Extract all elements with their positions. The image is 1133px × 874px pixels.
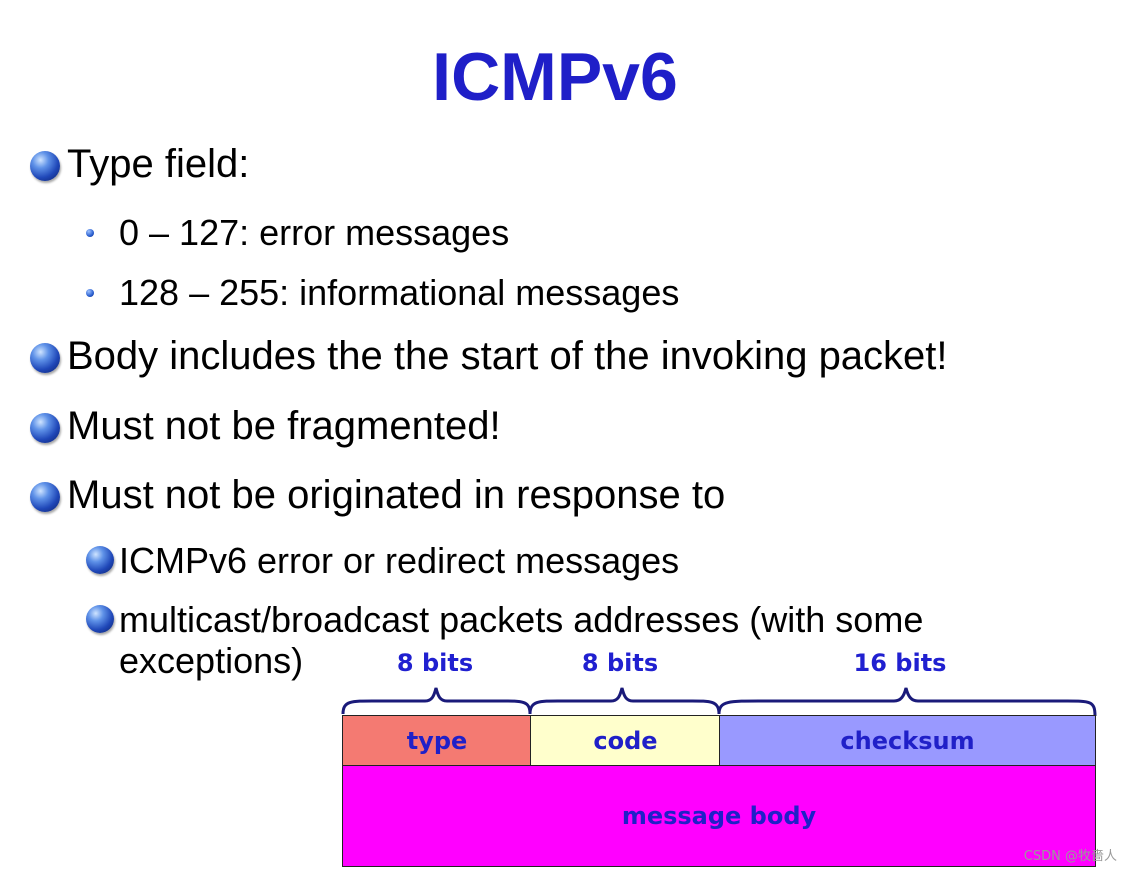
field-message-body: message body xyxy=(342,765,1096,867)
sub-bullet-ball-icon xyxy=(86,605,114,633)
bullet-originated: Must not be originated in response to xyxy=(67,473,726,517)
bullet-body: Body includes the the start of the invok… xyxy=(67,334,948,378)
slide-title: ICMPv6 xyxy=(432,39,678,115)
field-checksum-label: checksum xyxy=(840,727,975,755)
field-code-label: code xyxy=(593,727,658,755)
field-message-body-label: message body xyxy=(621,802,817,830)
sub-bullet-error-redirect: ICMPv6 error or redirect messages xyxy=(119,540,680,581)
bullet-ball-icon xyxy=(30,482,60,512)
bullet-ball-icon xyxy=(30,413,60,443)
field-checksum: checksum xyxy=(719,715,1096,767)
bits-label-checksum: 16 bits xyxy=(853,649,947,677)
sub-bullet-ball-icon xyxy=(86,546,114,574)
bits-label-type: 8 bits xyxy=(396,649,474,677)
sub-bullet-multicast: multicast/broadcast packets addresses (w… xyxy=(119,599,924,640)
sub-bullet-error-range: 0 – 127: error messages xyxy=(119,212,510,253)
field-code: code xyxy=(530,715,721,767)
sub-bullet-multicast-cont: exceptions) xyxy=(119,640,304,681)
bullet-fragment: Must not be fragmented! xyxy=(67,404,501,448)
watermark: CSDN @牧嗇人 xyxy=(1023,849,1117,864)
bullet-ball-icon xyxy=(30,151,60,181)
sub-bullet-dot-icon xyxy=(86,229,94,237)
field-type-label: type xyxy=(406,727,468,755)
bullet-ball-icon xyxy=(30,343,60,373)
field-type: type xyxy=(342,715,532,767)
sub-bullet-info-range: 128 – 255: informational messages xyxy=(119,272,680,313)
sub-bullet-dot-icon xyxy=(86,289,94,297)
bits-label-code: 8 bits xyxy=(581,649,659,677)
brace-checksum xyxy=(717,687,1097,717)
bullet-type-field: Type field: xyxy=(67,142,250,186)
brace-code xyxy=(528,687,721,715)
brace-type xyxy=(341,687,532,715)
